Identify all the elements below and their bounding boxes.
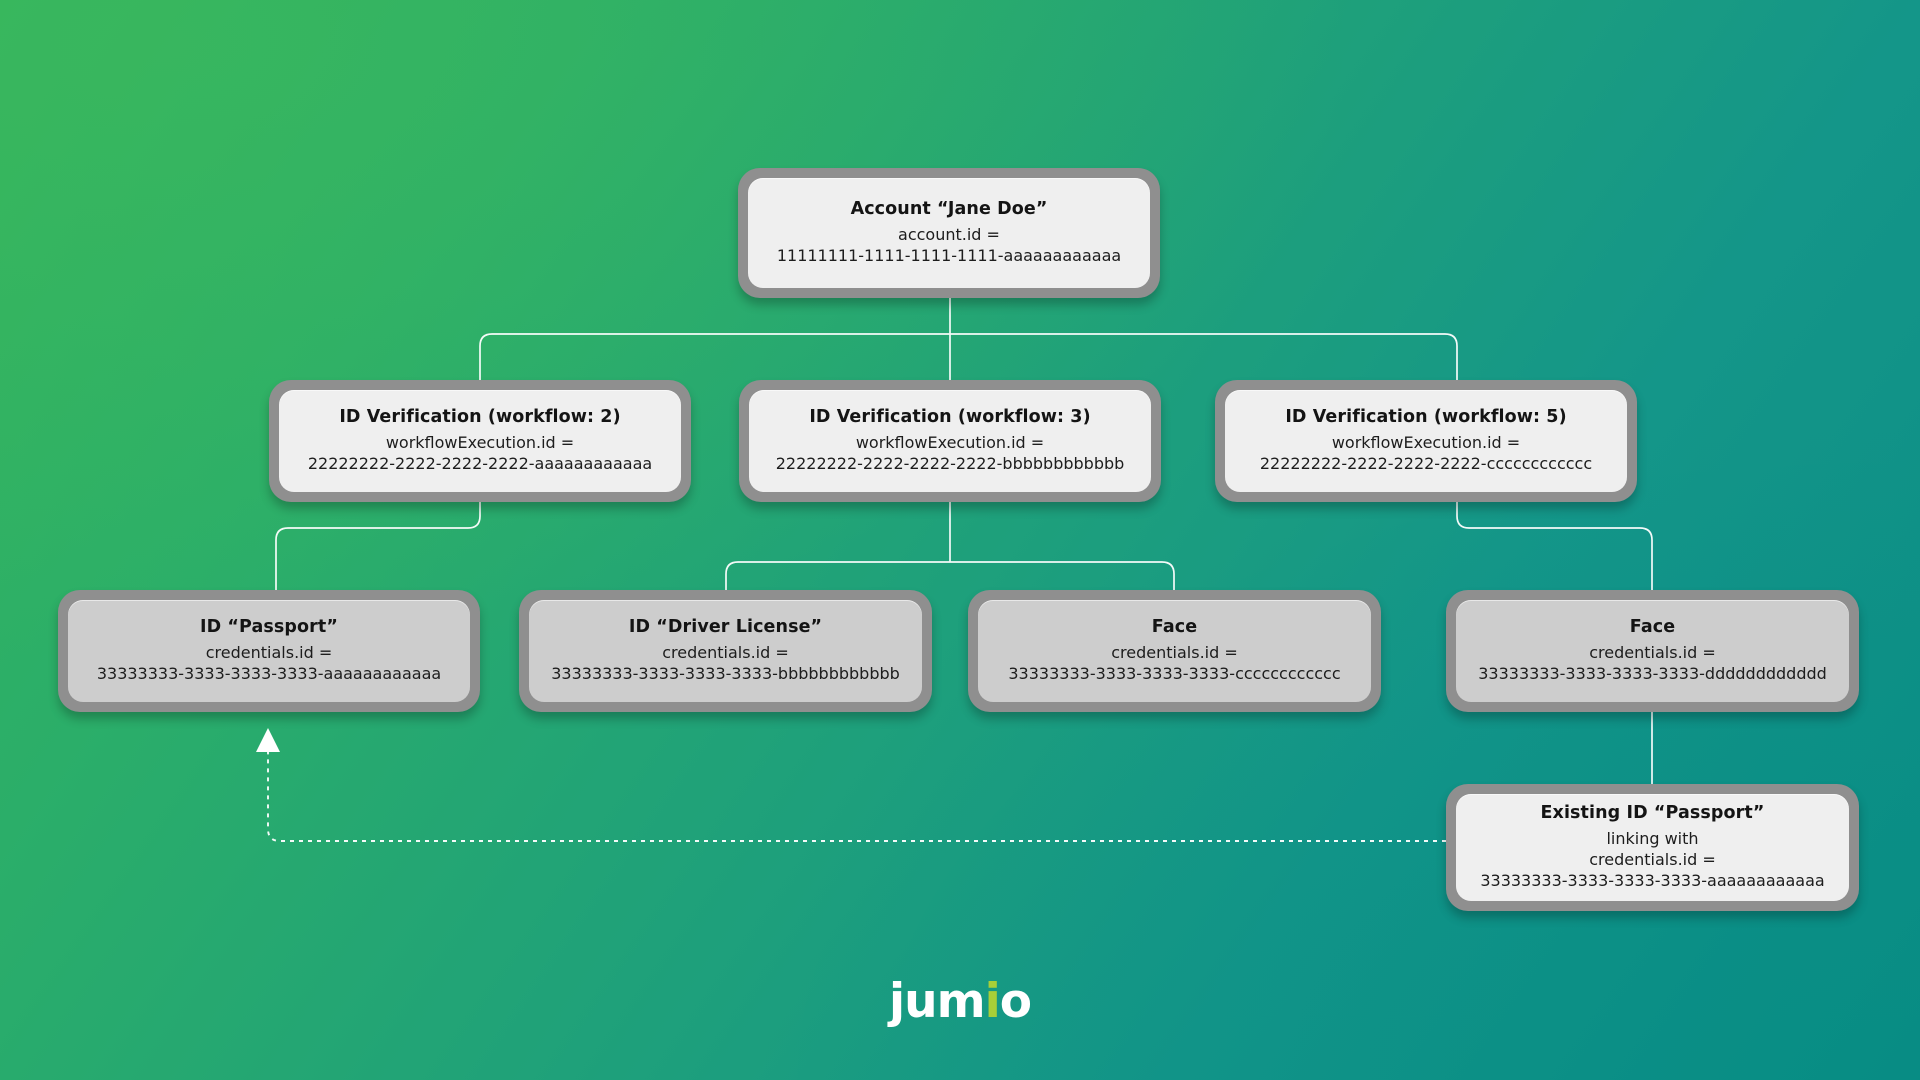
node-workflow-5-line2: 22222222-2222-2222-2222-cccccccccccc <box>1259 454 1593 474</box>
node-credential-face-c-title: Face <box>1151 617 1198 638</box>
node-credential-passport-line2: 33333333-3333-3333-3333-aaaaaaaaaaaa <box>96 664 442 684</box>
node-existing-passport-line3: 33333333-3333-3333-3333-aaaaaaaaaaaa <box>1480 871 1825 891</box>
node-workflow-3-line2: 22222222-2222-2222-2222-bbbbbbbbbbbb <box>775 454 1125 474</box>
node-credential-face-d-line2: 33333333-3333-3333-3333-dddddddddddd <box>1478 664 1827 684</box>
node-workflow-3-title: ID Verification (workflow: 3) <box>809 407 1091 428</box>
node-credential-passport-line1: credentials.id = <box>205 643 333 663</box>
edge-workflow3-to-driverlicense <box>725 561 950 590</box>
node-account[interactable]: Account “Jane Doe” account.id = 11111111… <box>738 168 1160 298</box>
node-account-panel: Account “Jane Doe” account.id = 11111111… <box>748 178 1150 288</box>
node-workflow-5-panel: ID Verification (workflow: 5) workflowEx… <box>1225 390 1627 492</box>
node-existing-passport[interactable]: Existing ID “Passport” linking with cred… <box>1446 784 1859 911</box>
node-workflow-2-title: ID Verification (workflow: 2) <box>339 407 621 428</box>
edge-existing-to-passport-dashed <box>267 748 1446 842</box>
node-account-line2: 11111111-1111-1111-1111-aaaaaaaaaaaa <box>776 246 1122 266</box>
edge-account-to-workflow2 <box>479 333 950 380</box>
node-workflow-3-line1: workflowExecution.id = <box>855 433 1045 453</box>
node-workflow-5[interactable]: ID Verification (workflow: 5) workflowEx… <box>1215 380 1637 502</box>
node-workflow-3-panel: ID Verification (workflow: 3) workflowEx… <box>749 390 1151 492</box>
node-workflow-2-line1: workflowExecution.id = <box>385 433 575 453</box>
node-credential-driver-license[interactable]: ID “Driver License” credentials.id = 333… <box>519 590 932 712</box>
node-credential-face-d-line1: credentials.id = <box>1589 643 1716 663</box>
node-credential-face-d-title: Face <box>1629 617 1676 638</box>
node-credential-driver-license-line2: 33333333-3333-3333-3333-bbbbbbbbbbbb <box>551 664 900 684</box>
node-workflow-2[interactable]: ID Verification (workflow: 2) workflowEx… <box>269 380 691 502</box>
node-credential-face-c-line2: 33333333-3333-3333-3333-cccccccccccc <box>1008 664 1341 684</box>
node-credential-face-c-line1: credentials.id = <box>1111 643 1238 663</box>
node-credential-face-c[interactable]: Face credentials.id = 33333333-3333-3333… <box>968 590 1381 712</box>
logo-text-after: o <box>999 974 1032 1029</box>
edge-workflow2-stem <box>275 502 481 590</box>
node-credential-face-d-panel: Face credentials.id = 33333333-3333-3333… <box>1456 600 1849 702</box>
node-account-line1: account.id = <box>898 225 1000 245</box>
node-credential-driver-license-line1: credentials.id = <box>662 643 789 663</box>
node-existing-passport-panel: Existing ID “Passport” linking with cred… <box>1456 794 1849 901</box>
edge-workflow5-to-face-d <box>1456 502 1653 590</box>
node-existing-passport-line2: credentials.id = <box>1589 850 1716 870</box>
node-credential-face-c-panel: Face credentials.id = 33333333-3333-3333… <box>978 600 1371 702</box>
node-workflow-2-line2: 22222222-2222-2222-2222-aaaaaaaaaaaa <box>307 454 653 474</box>
node-existing-passport-title: Existing ID “Passport” <box>1540 803 1765 824</box>
node-credential-driver-license-panel: ID “Driver License” credentials.id = 333… <box>529 600 922 702</box>
arrowhead-icon <box>256 728 280 752</box>
node-credential-passport-title: ID “Passport” <box>200 617 338 638</box>
node-existing-passport-line1: linking with <box>1606 829 1699 849</box>
node-credential-passport[interactable]: ID “Passport” credentials.id = 33333333-… <box>58 590 480 712</box>
jumio-logo: jumio <box>0 978 1920 1025</box>
edge-workflow3-to-face-c <box>950 561 1175 590</box>
node-credential-face-d[interactable]: Face credentials.id = 33333333-3333-3333… <box>1446 590 1859 712</box>
logo-text-before: jum <box>889 974 986 1029</box>
node-workflow-3[interactable]: ID Verification (workflow: 3) workflowEx… <box>739 380 1161 502</box>
edge-account-to-workflow5 <box>950 333 1458 380</box>
node-account-title: Account “Jane Doe” <box>850 199 1048 220</box>
logo-accent-i: i <box>984 974 1001 1029</box>
node-workflow-5-title: ID Verification (workflow: 5) <box>1285 407 1567 428</box>
node-workflow-2-panel: ID Verification (workflow: 2) workflowEx… <box>279 390 681 492</box>
node-credential-passport-panel: ID “Passport” credentials.id = 33333333-… <box>68 600 470 702</box>
node-credential-driver-license-title: ID “Driver License” <box>628 617 823 638</box>
node-workflow-5-line1: workflowExecution.id = <box>1331 433 1521 453</box>
